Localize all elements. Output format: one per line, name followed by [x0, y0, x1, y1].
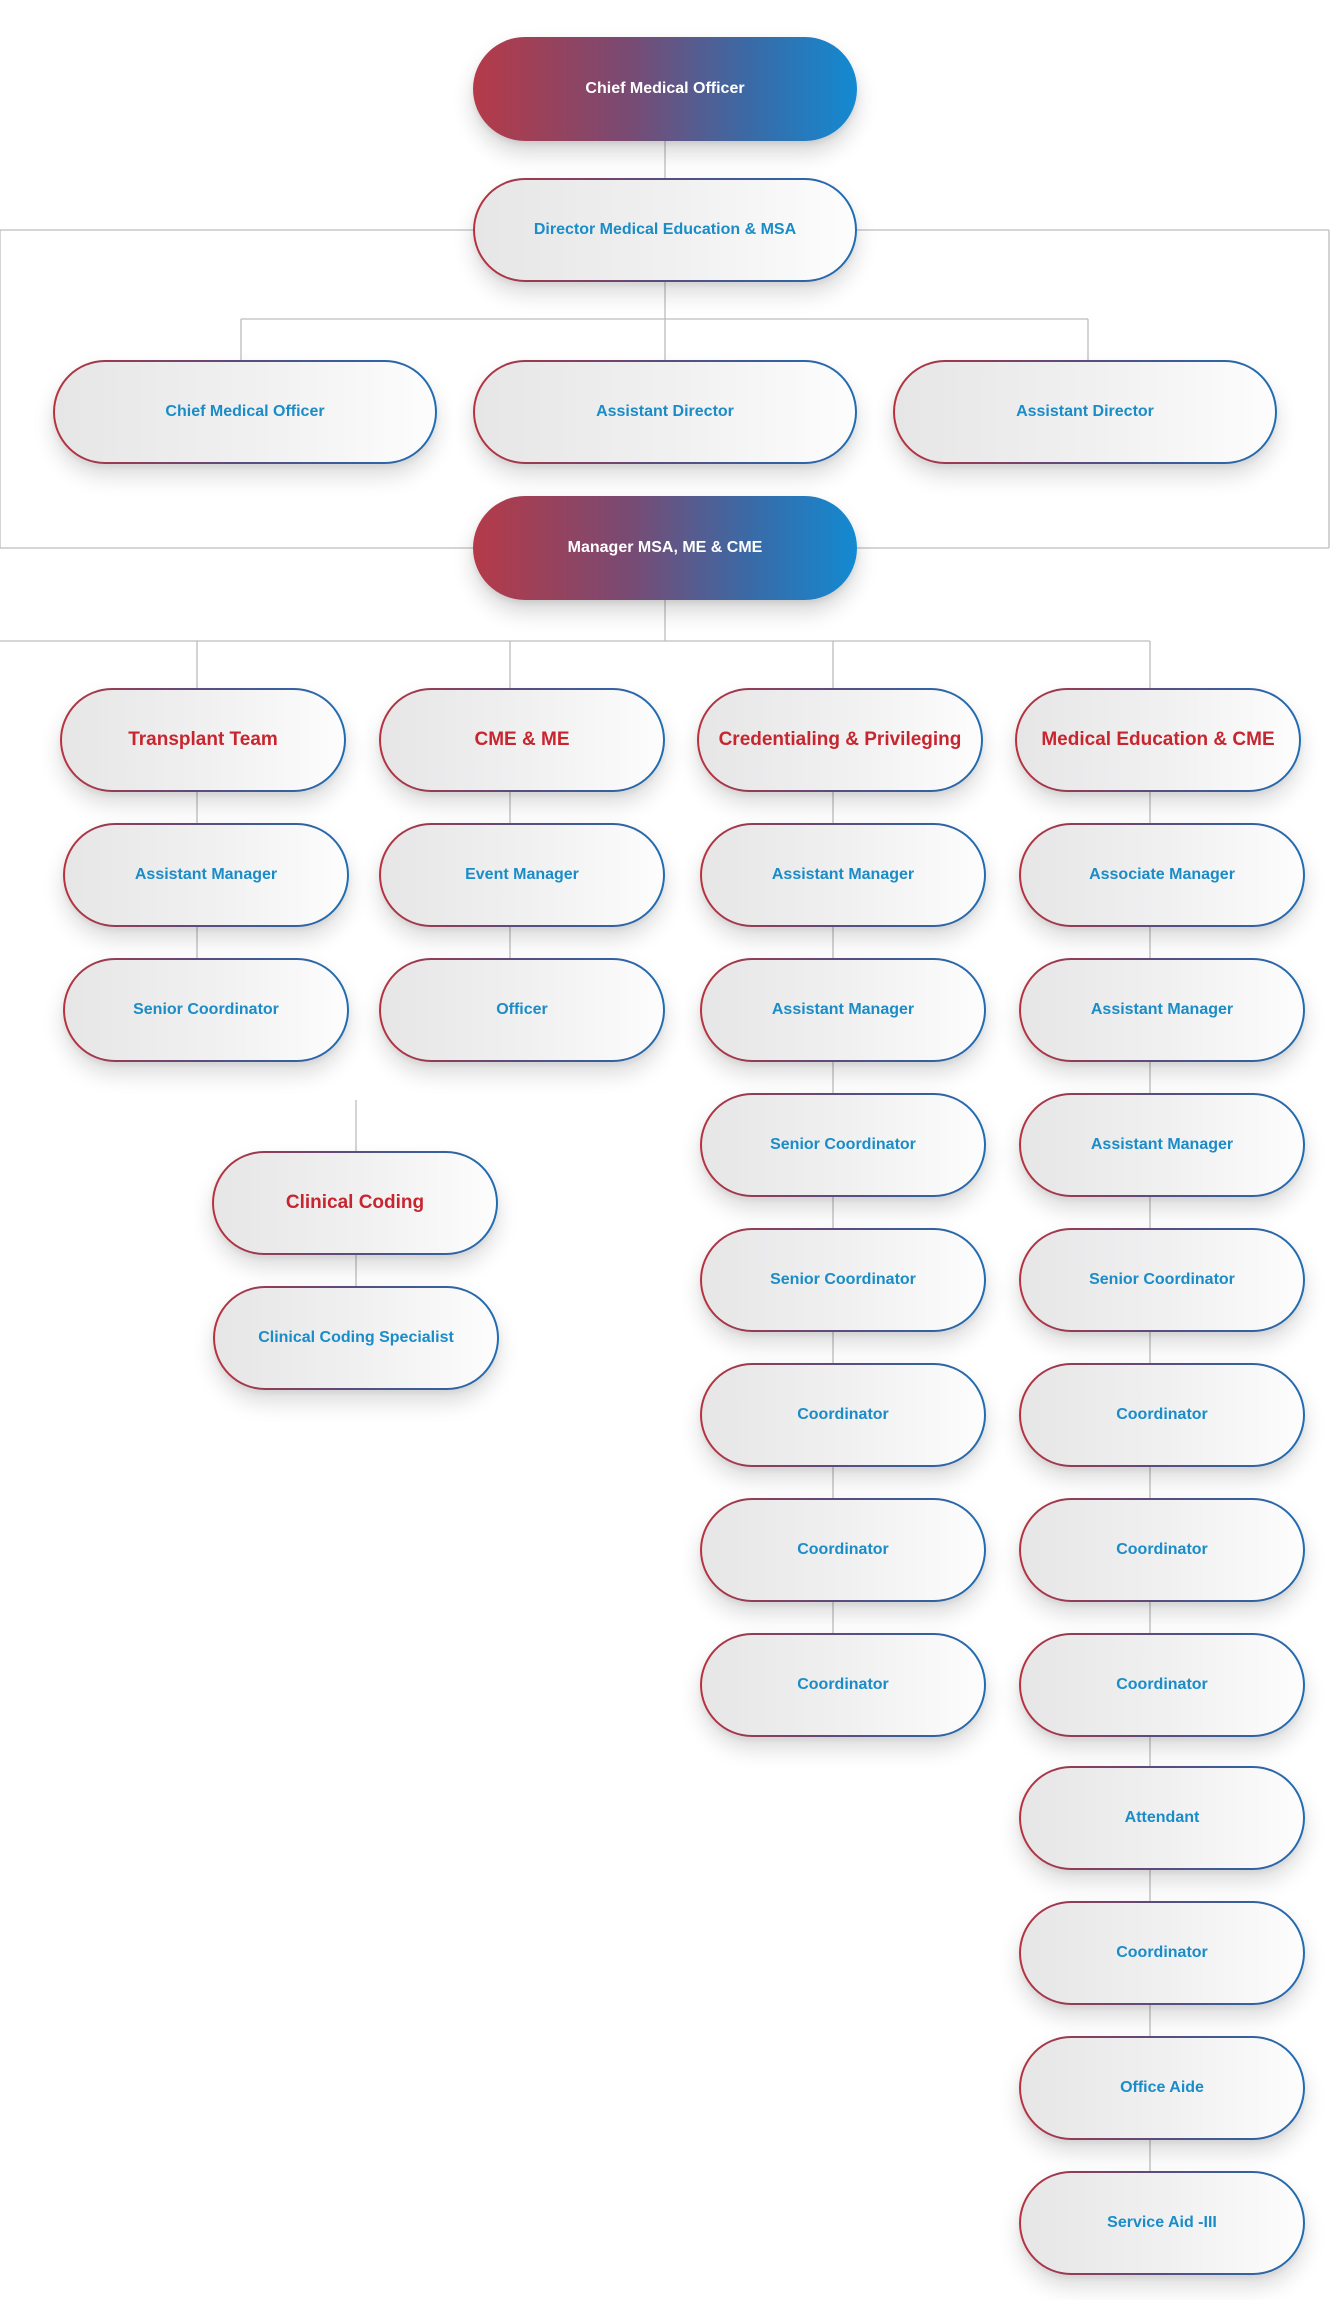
role-node: Clinical Coding Specialist — [213, 1286, 499, 1390]
role-node: Assistant Manager — [63, 823, 349, 927]
role-node: Senior Coordinator — [700, 1093, 986, 1197]
role-node: Office Aide — [1019, 2036, 1305, 2140]
role-node: Senior Coordinator — [700, 1228, 986, 1332]
node-assistant-director-2: Assistant Director — [893, 360, 1277, 464]
node-director-medical-education: Director Medical Education & MSA — [473, 178, 857, 282]
role-node: Coordinator — [700, 1498, 986, 1602]
node-chief-medical-officer-top: Chief Medical Officer — [473, 37, 857, 141]
node-manager-msa: Manager MSA, ME & CME — [473, 496, 857, 600]
dept-clinical-coding: Clinical Coding — [212, 1151, 498, 1255]
node-assistant-director-1: Assistant Director — [473, 360, 857, 464]
role-node: Service Aid -III — [1019, 2171, 1305, 2275]
dept-cme-me: CME & ME — [379, 688, 665, 792]
role-node: Event Manager — [379, 823, 665, 927]
dept-medical-education-cme: Medical Education & CME — [1015, 688, 1301, 792]
role-node: Coordinator — [700, 1363, 986, 1467]
role-node: Assistant Manager — [1019, 1093, 1305, 1197]
role-node: Officer — [379, 958, 665, 1062]
role-node: Assistant Manager — [1019, 958, 1305, 1062]
role-node: Coordinator — [1019, 1498, 1305, 1602]
role-node: Coordinator — [1019, 1633, 1305, 1737]
role-node: Senior Coordinator — [63, 958, 349, 1062]
role-node: Assistant Manager — [700, 958, 986, 1062]
role-node: Senior Coordinator — [1019, 1228, 1305, 1332]
role-node: Assistant Manager — [700, 823, 986, 927]
role-node: Coordinator — [700, 1633, 986, 1737]
role-node: Coordinator — [1019, 1901, 1305, 2005]
dept-transplant-team: Transplant Team — [60, 688, 346, 792]
node-chief-medical-officer: Chief Medical Officer — [53, 360, 437, 464]
role-node: Coordinator — [1019, 1363, 1305, 1467]
role-node: Attendant — [1019, 1766, 1305, 1870]
dept-credentialing-privileging: Credentialing & Privileging — [697, 688, 983, 792]
role-node: Associate Manager — [1019, 823, 1305, 927]
